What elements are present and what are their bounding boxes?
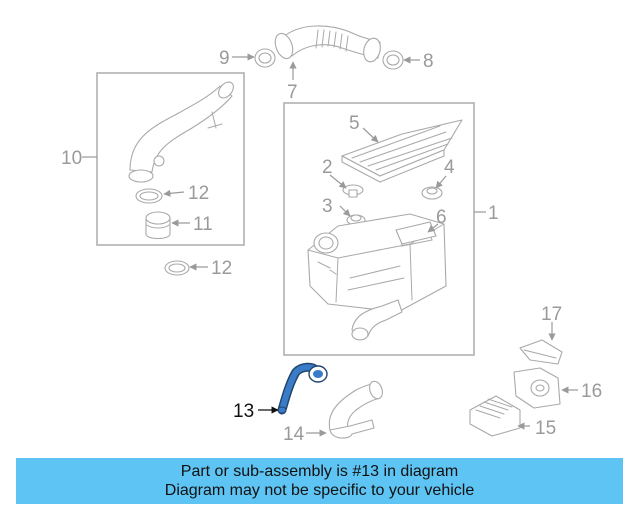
part-14-hose[interactable] [328, 379, 384, 439]
banner-line-part-number: Part or sub-assembly is #13 in diagram [180, 463, 459, 480]
part-15-component[interactable] [469, 395, 521, 437]
info-banner: Part or sub-assembly is #13 in diagram D… [16, 458, 623, 504]
part-16-component[interactable] [513, 367, 561, 409]
callout-14[interactable]: 14 [283, 424, 305, 445]
part-9-clamp[interactable] [254, 48, 276, 68]
part-8-clamp[interactable] [382, 50, 404, 70]
callout-8[interactable]: 8 [423, 51, 434, 72]
callout-11[interactable]: 11 [193, 214, 213, 235]
callout-16[interactable]: 16 [581, 381, 602, 402]
part-12-clamp-upper[interactable] [135, 188, 163, 204]
part-17-component[interactable] [519, 339, 563, 365]
part-5-filter-element[interactable] [341, 119, 463, 183]
callout-5[interactable]: 5 [349, 113, 360, 134]
callout-2[interactable]: 2 [322, 157, 333, 178]
part-11-coupler[interactable] [145, 211, 171, 240]
group-box-intake-tube [96, 72, 245, 246]
part-6-component[interactable] [395, 221, 437, 245]
parts-diagram: 9 8 7 10 12 11 12 5 2 4 3 6 1 13 14 15 1… [61, 25, 602, 445]
callout-12-upper[interactable]: 12 [188, 183, 209, 204]
part-13-breather-hose[interactable] [277, 362, 328, 415]
callout-9[interactable]: 9 [219, 48, 230, 69]
callout-6[interactable]: 6 [436, 207, 447, 228]
callout-3[interactable]: 3 [322, 196, 333, 217]
part-2-grommet[interactable] [342, 184, 364, 198]
callout-13[interactable]: 13 [233, 401, 254, 422]
callout-10[interactable]: 10 [61, 148, 82, 169]
callout-7[interactable]: 7 [287, 82, 298, 103]
group-box-air-cleaner [283, 102, 475, 356]
banner-line-disclaimer: Diagram may not be specific to your vehi… [164, 482, 475, 499]
callout-12-lower[interactable]: 12 [211, 258, 232, 279]
callout-15[interactable]: 15 [535, 418, 556, 439]
part-10-intake-tube[interactable] [128, 79, 236, 183]
callout-4[interactable]: 4 [444, 157, 455, 178]
part-4-grommet[interactable] [421, 186, 443, 200]
callout-17[interactable]: 17 [541, 304, 562, 325]
part-12-clamp-lower[interactable] [164, 260, 190, 276]
callout-1[interactable]: 1 [488, 203, 499, 224]
part-7-intake-duct[interactable] [272, 25, 383, 64]
